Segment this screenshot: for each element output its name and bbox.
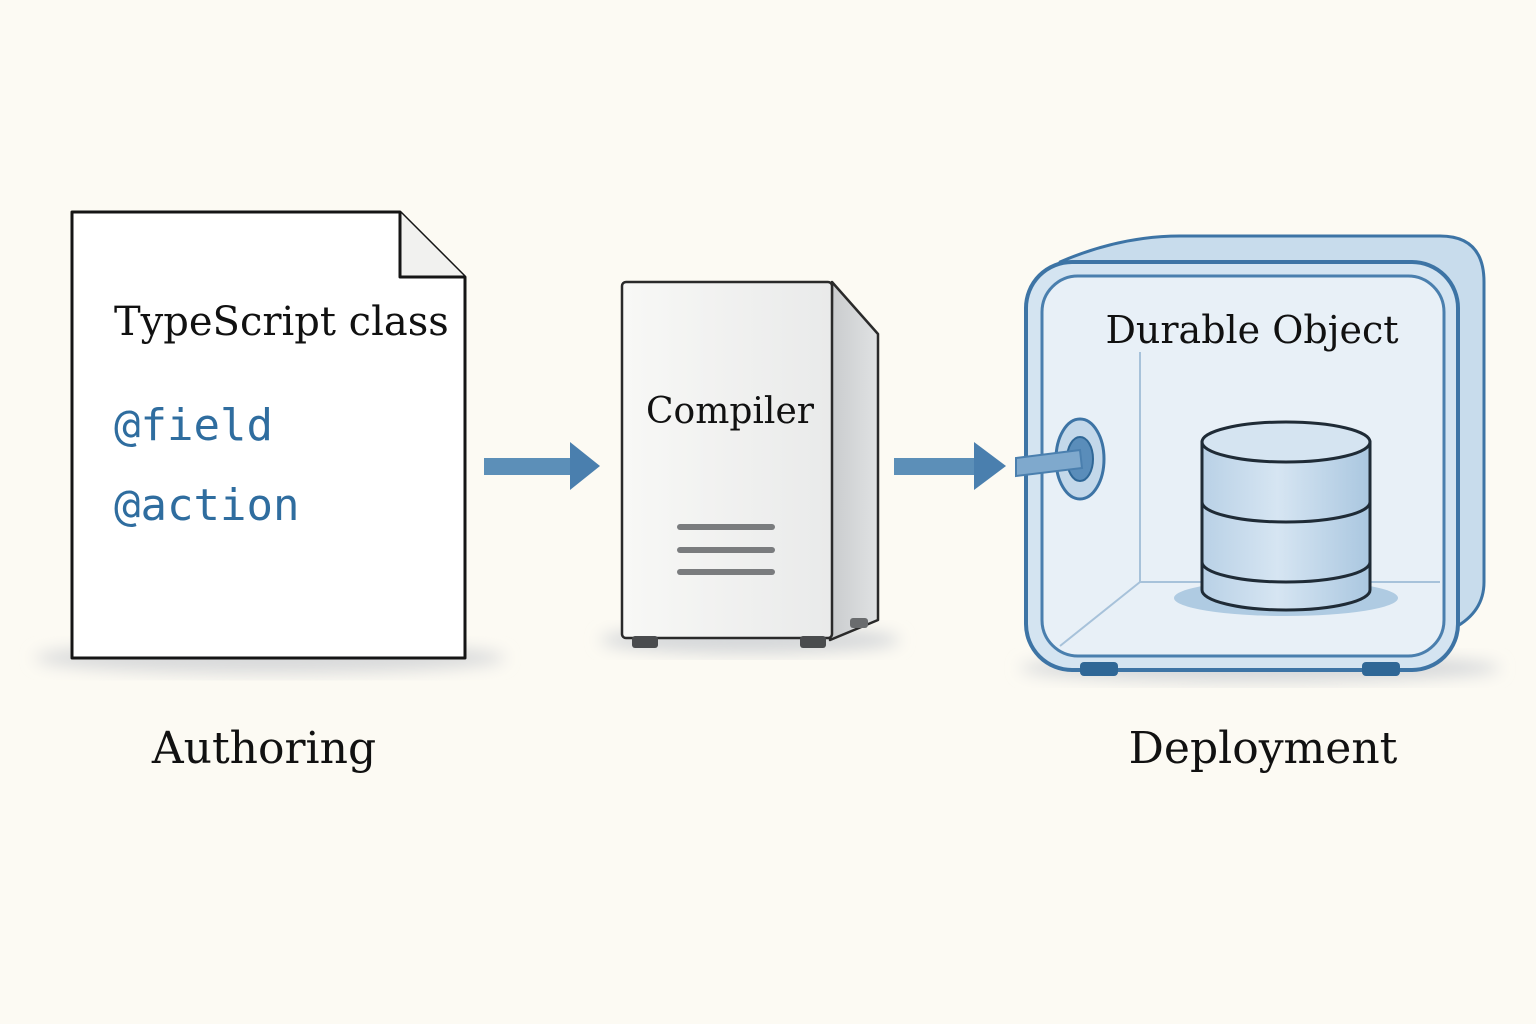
- durable-object-label: Durable Object: [1105, 308, 1398, 352]
- stage-label-deployment: Deployment: [1129, 723, 1398, 774]
- compiler-label: Compiler: [646, 391, 815, 432]
- typescript-document: TypeScript class @field @action: [35, 210, 505, 674]
- arrow-to-compiler: [484, 442, 600, 490]
- decorator-action: @action: [114, 480, 299, 531]
- compiler-front-panel: [620, 280, 834, 640]
- document-page-icon: [70, 210, 467, 660]
- document-corner-fold: [398, 212, 465, 279]
- compiler-side-panel: [828, 280, 880, 642]
- connector-pipe: [1015, 448, 1084, 478]
- document-title: TypeScript class: [114, 299, 449, 345]
- database-icon: [1174, 420, 1398, 616]
- durable-object-foot-right: [1362, 662, 1400, 676]
- stage-label-authoring: Authoring: [151, 723, 376, 774]
- arrow-to-durable-object: [894, 442, 1006, 490]
- durable-object-foot-left: [1080, 662, 1118, 676]
- compiler-foot-back: [850, 618, 868, 628]
- compiler-box: Compiler: [600, 280, 900, 654]
- vent-lines-icon: [677, 524, 775, 575]
- durable-object-container: Durable Object: [1015, 234, 1500, 682]
- compiler-foot-right: [800, 636, 826, 648]
- decorator-field: @field: [114, 400, 273, 451]
- compiler-foot-left: [632, 636, 658, 648]
